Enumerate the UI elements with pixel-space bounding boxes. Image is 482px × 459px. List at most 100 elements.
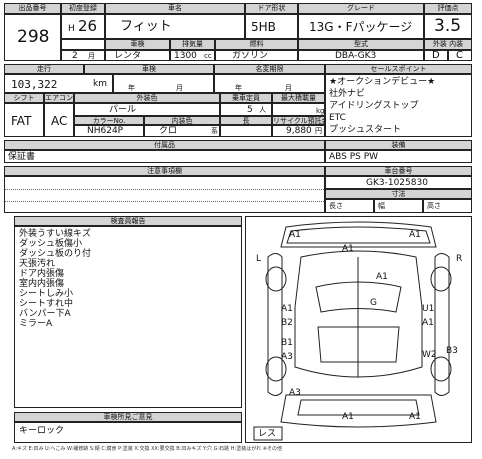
lot-no-header: 出品番号	[4, 3, 61, 14]
dims-width-label: 幅	[378, 202, 385, 210]
owner-cell: 年 月	[214, 74, 325, 93]
remarks-cell: キーロック	[14, 422, 242, 443]
expiry-cell: 年 月	[113, 74, 214, 93]
expiry-year-unit: 年	[128, 84, 135, 92]
mark-right-a: U1	[422, 304, 435, 314]
mark-right-rear: B3	[446, 346, 458, 356]
recycle-cell: 9,880 円	[272, 125, 325, 137]
right-tag: R	[456, 254, 463, 264]
model: DBA-GK3	[335, 51, 377, 61]
color-no-cell: NH624P	[74, 125, 144, 137]
inspector-line: 室内内張傷	[19, 279, 65, 289]
seats-cell: 5 人	[220, 103, 272, 116]
inspector-line: バンパー下A	[19, 309, 71, 319]
shift-cell: FAT	[4, 103, 44, 137]
first-reg-year-cell: H 26	[61, 14, 105, 39]
score-header: 評価点	[424, 3, 472, 14]
dims-header: 寸法	[325, 189, 472, 199]
sales-point-item: ETC	[329, 113, 346, 123]
mileage-unit: km	[93, 79, 107, 89]
mark-left-b: B2	[281, 318, 293, 328]
fuel: ガソリン	[232, 51, 269, 61]
displacement-unit: cc	[204, 52, 212, 60]
seats: 5	[247, 105, 253, 115]
car-outline-diagram	[253, 221, 452, 441]
mark-left-c: B1	[281, 338, 293, 348]
reg-year: 26	[78, 17, 98, 35]
chassis-cell: GK3-1025830	[325, 176, 472, 189]
first-reg-header: 初度登録	[61, 3, 105, 14]
mark-front-left: A1	[289, 230, 301, 240]
interior-color-header: 内装色	[144, 116, 220, 125]
notes-cell	[4, 176, 325, 213]
interior-color-suffix: 系	[211, 127, 218, 135]
dims-height-label: 高さ	[427, 202, 441, 210]
notes-header: 注意事項欄	[4, 166, 325, 176]
mileage-header: 走行	[4, 64, 84, 74]
recycle: 9,880	[286, 126, 312, 136]
mark-right-c: W2	[422, 350, 437, 360]
recycle-unit: 円	[315, 127, 322, 135]
ac-header: エアコン	[44, 93, 74, 103]
equipment: ABS PS PW	[329, 152, 379, 162]
remarks-header: 車検所見ご意見	[14, 412, 242, 422]
grade: 13G・Fパッケージ	[309, 20, 413, 34]
dims-length-label: 長さ	[329, 202, 343, 210]
car-name: フィット	[120, 19, 172, 34]
mark-glass: G	[370, 298, 377, 308]
score-cell: 3.5	[424, 14, 472, 39]
reg-month-spacer	[61, 39, 105, 50]
load-header: 最大積載量	[272, 93, 325, 103]
exterior-grade-cell: D	[424, 50, 448, 61]
displacement-header: 排気量	[170, 39, 215, 50]
fuel-header: 燃料	[215, 39, 298, 50]
docs-header: 付属品	[4, 140, 325, 150]
length-header: 長	[220, 116, 272, 125]
model-cell: DBA-GK3	[298, 50, 424, 61]
door-type: 5HB	[251, 20, 276, 34]
door-cell: 5HB	[245, 14, 298, 39]
inspector-line: シートしみ小	[19, 289, 74, 299]
mileage: 103,322	[11, 78, 58, 91]
grade-header: グレード	[298, 3, 424, 14]
ac: AC	[51, 114, 68, 128]
color-no-header: カラーNo.	[74, 116, 144, 125]
left-tag: L	[256, 254, 262, 264]
mark-rear-mid: A1	[342, 412, 354, 422]
spare-label: レス	[258, 429, 277, 439]
mark-right-b: A1	[422, 318, 434, 328]
remarks: キーロック	[19, 426, 65, 436]
ext-int-header: 外装 内装	[424, 39, 472, 50]
seats-unit: 人	[259, 106, 266, 114]
dims-height-cell: 高さ	[423, 199, 472, 213]
mark-hood: A1	[376, 272, 388, 282]
color-no: NH624P	[87, 126, 124, 136]
seats-header: 乗車定員	[220, 93, 272, 103]
chassis-no: GK3-1025830	[366, 178, 428, 188]
sales-points-list: ★オークションデビュー★ 社外ナビ アイドリングストップ ETC プッシュスター…	[325, 74, 472, 137]
model-header: 型式	[298, 39, 424, 50]
load-unit: kg	[316, 107, 325, 115]
era-prefix: H	[68, 24, 75, 34]
chassis-header: 車台番号	[325, 166, 472, 176]
owner-month-unit: 月	[285, 84, 292, 92]
sales-point-item: アイドリングストップ	[329, 101, 419, 111]
reg-month-cell: 2 月	[61, 50, 105, 61]
equipment-header: 装備	[325, 140, 472, 150]
inspector-line: シートすれ中	[19, 299, 74, 309]
inspection-header: 車検	[105, 39, 170, 50]
inspector-header: 検査員報告	[14, 216, 242, 226]
door-header: ドア形状	[245, 3, 298, 14]
grade-cell: 13G・Fパッケージ	[298, 14, 424, 39]
dims-width-cell: 幅	[374, 199, 423, 213]
inspector-line: 天張汚れ	[19, 259, 56, 269]
score: 3.5	[434, 16, 462, 36]
exterior-color: パール	[109, 105, 137, 115]
inspector-body: 外装うすい線キズ ダッシュ板傷小 ダッシュ板のり付 天張汚れ ドア内張傷 室内内…	[14, 226, 242, 408]
reg-month-unit: 月	[88, 52, 95, 60]
fuel-cell: ガソリン	[215, 50, 298, 61]
mark-rear-left: A3	[289, 388, 301, 398]
lot-no: 298	[17, 27, 50, 47]
inspector-line: ダッシュ板のり付	[19, 249, 92, 259]
